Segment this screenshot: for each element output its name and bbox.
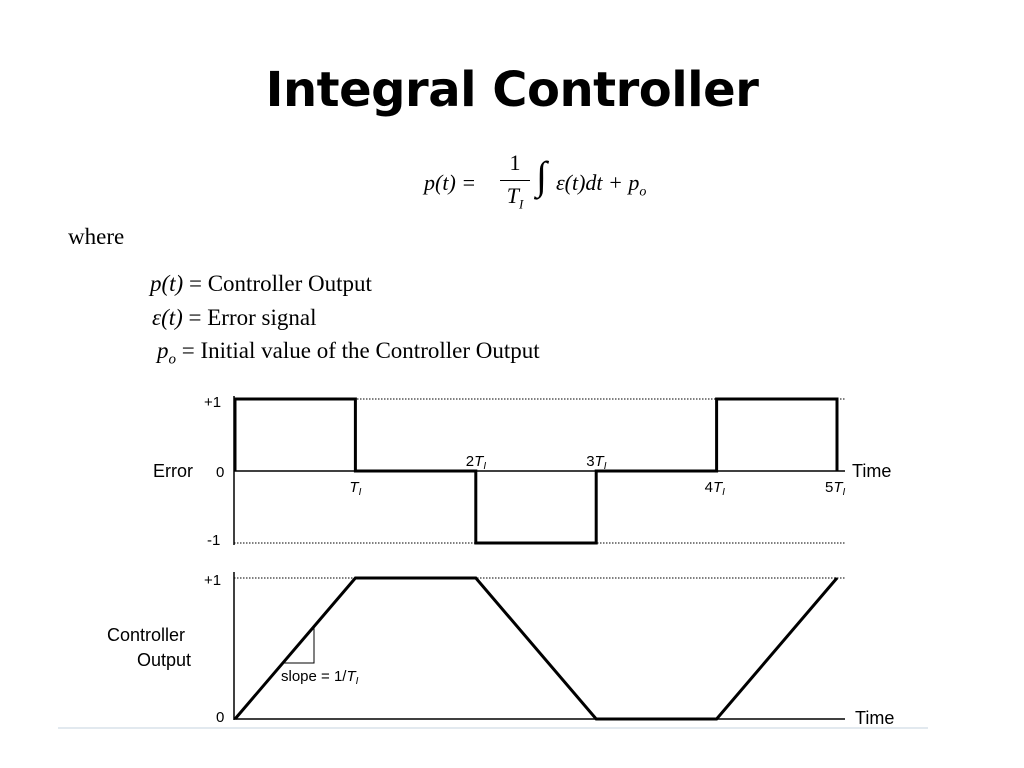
integrand-text: ε(t)dt + p (556, 170, 640, 195)
error-x-tick-4: 4TI (705, 479, 726, 498)
error-x-tick-1: TI (349, 479, 361, 498)
error-waveform (233, 397, 839, 545)
definition-symbol: p (157, 338, 169, 363)
denominator-subscript: I (518, 196, 524, 212)
definition-text: = Initial value of the Controller Output (176, 338, 540, 363)
error-x-ticks: TI 2TI 3TI 4TI 5TI (349, 453, 845, 498)
definition-error: ε(t) = Error signal (152, 305, 316, 331)
definition-subscript: o (168, 351, 177, 368)
formula-lhs: p(t) = (424, 170, 477, 195)
definition-initial: po = Initial value of the Controller Out… (157, 338, 540, 369)
integrand-subscript: o (639, 184, 647, 200)
output-tick-plus-one: +1 (204, 572, 221, 589)
output-waveform (233, 576, 839, 721)
output-tick-zero: 0 (216, 709, 224, 726)
definition-symbol: ε(t) (152, 305, 183, 330)
denominator-symbol: T (506, 183, 519, 208)
formula-fraction: 1 TI (500, 148, 530, 217)
error-tick-minus-one: -1 (207, 532, 220, 549)
error-x-tick-5: 5TI (825, 479, 846, 498)
definition-symbol: p(t) (150, 271, 184, 296)
fraction-bar (500, 180, 530, 181)
error-axis-label: Error (153, 461, 193, 481)
error-time-label: Time (852, 461, 891, 481)
output-time-label: Time (855, 708, 894, 728)
error-tick-zero: 0 (216, 464, 224, 481)
integral-sign: ∫ (536, 153, 547, 198)
output-axis-label-line2: Output (137, 650, 191, 670)
error-x-tick-3: 3TI (586, 453, 607, 472)
output-axis-label-line1: Controller (107, 625, 185, 645)
definition-output: p(t) = Controller Output (150, 271, 372, 297)
slope-label: slope = 1/TI (281, 668, 359, 687)
slope-triangle (284, 627, 315, 664)
error-tick-plus-one: +1 (204, 394, 221, 411)
definition-text: = Controller Output (183, 271, 372, 296)
formula-denominator: TI (500, 183, 530, 217)
definition-text: = Error signal (182, 305, 317, 330)
formula-integrand: ε(t)dt + po (556, 170, 646, 200)
error-x-tick-2: 2TI (466, 453, 487, 472)
slide-title: Integral Controller (265, 62, 759, 118)
formula-numerator: 1 (509, 150, 521, 175)
where-label: where (68, 224, 125, 249)
